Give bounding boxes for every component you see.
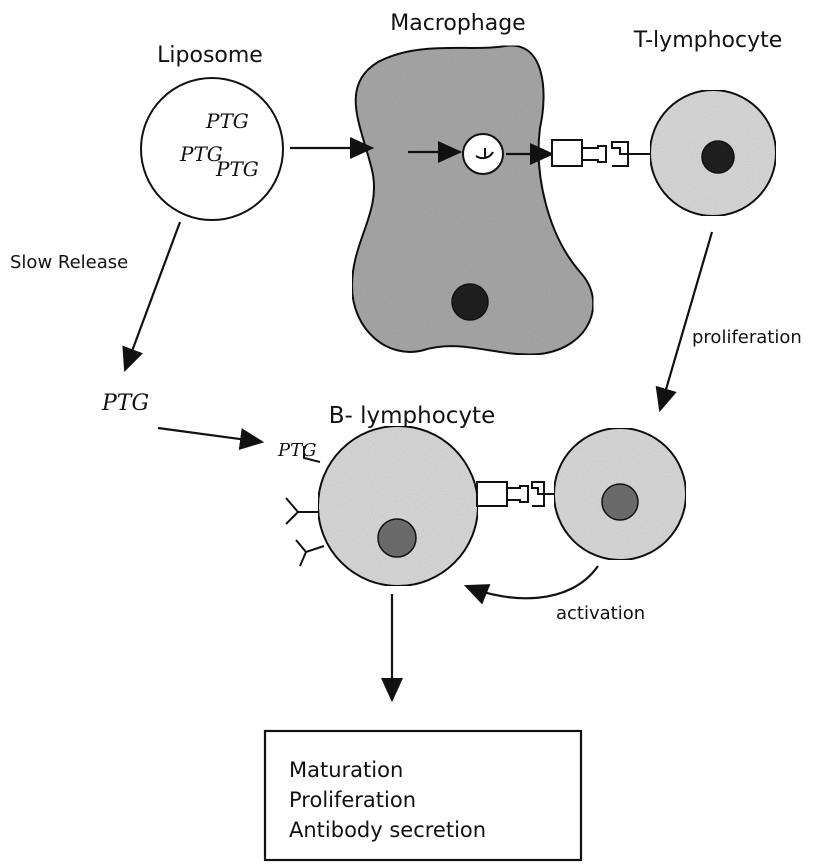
liposome-antigen-1: PTG — [205, 109, 249, 133]
t-lymphocyte-bottom-nucleus — [602, 484, 638, 520]
arrow-proliferation — [660, 232, 712, 410]
activation-label: activation — [556, 603, 645, 624]
mhc-tcr-connector-top — [552, 140, 652, 166]
arrow-antigen-to-b-cell — [158, 428, 262, 442]
outcome-maturation: Maturation — [289, 758, 403, 782]
macrophage-nucleus — [452, 284, 488, 320]
outcome-proliferation: Proliferation — [289, 788, 416, 812]
b-lymphocyte-label: B- lymphocyte — [329, 403, 495, 429]
mhc-tcr-connector-bottom — [477, 482, 556, 506]
t-lymphocyte-top-nucleus — [702, 141, 734, 173]
arrow-slow-release — [125, 222, 180, 370]
phagosome — [463, 134, 503, 174]
bound-antigen: PTG — [277, 440, 317, 461]
outcome-antibody-secretion: Antibody secretion — [289, 818, 486, 842]
macrophage-label: Macrophage — [390, 11, 525, 36]
proliferation-label: proliferation — [692, 327, 802, 348]
t-lymphocyte-label: T-lymphocyte — [633, 28, 783, 53]
arrow-activation — [466, 566, 598, 598]
b-lymphocyte — [318, 426, 478, 586]
b-lymphocyte-nucleus — [378, 519, 416, 557]
free-antigen: PTG — [101, 391, 149, 416]
slow-release-label: Slow Release — [10, 252, 128, 273]
liposome-label: Liposome — [157, 43, 263, 68]
liposome-antigen-3: PTG — [215, 157, 259, 181]
